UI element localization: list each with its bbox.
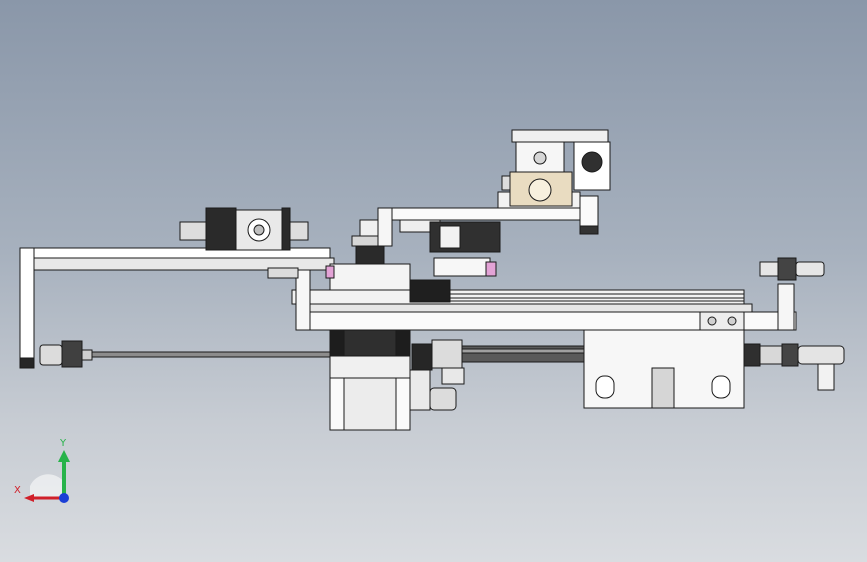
left-arm-bracket[interactable] <box>19 247 335 369</box>
triad-plane <box>30 474 64 498</box>
left-rod-fitting[interactable] <box>39 340 333 368</box>
motor-bottom-fittings[interactable] <box>409 367 465 411</box>
x-axis-arrowhead <box>24 494 34 502</box>
right-bracket[interactable] <box>699 283 795 331</box>
y-axis-label: Y <box>60 438 67 449</box>
axis-triad-arrows <box>24 450 70 503</box>
right-top-fitting[interactable] <box>759 257 825 281</box>
x-axis-label: X <box>14 485 21 496</box>
z-axis-dot <box>59 493 69 503</box>
left-cylinder-block[interactable] <box>179 207 309 251</box>
stepper-motor[interactable] <box>329 263 411 431</box>
linear-rail[interactable] <box>267 267 797 331</box>
y-axis-arrowhead <box>58 450 70 462</box>
gripper-jaw[interactable] <box>325 221 501 303</box>
axis-triad: Y X <box>12 438 82 510</box>
gripper-head[interactable] <box>501 129 611 207</box>
lower-mount-block[interactable] <box>583 329 745 409</box>
